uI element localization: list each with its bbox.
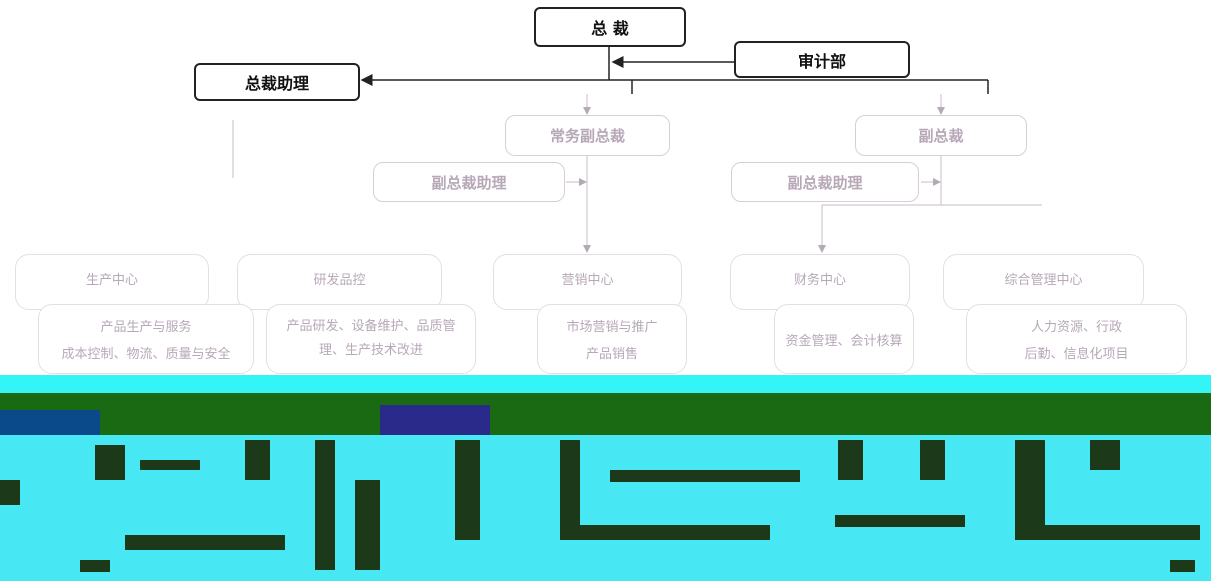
glitch-block — [1170, 560, 1195, 572]
dept-production-name: 生产中心 — [85, 273, 138, 288]
dept-rnd-box: 研发品控 — [237, 254, 442, 310]
dept-finance-box: 财务中心 — [730, 254, 910, 310]
dept-admin-name: 综合管理中心 — [1004, 273, 1083, 288]
glitch-block — [920, 440, 945, 480]
vp-assistant-left-box: 副总裁助理 — [373, 162, 565, 202]
duty-rnd-box: 产品研发、设备维护、品质管理、生产技术改进 — [266, 304, 476, 374]
glitch-block — [0, 480, 20, 505]
vp-box: 副总裁 — [855, 115, 1027, 156]
glitch-block — [455, 440, 480, 540]
duty-rnd-line1: 产品研发、设备维护、品质管理、生产技术改进 — [286, 319, 456, 358]
dept-marketing-name: 营销中心 — [561, 273, 614, 288]
glitch-block — [560, 440, 580, 530]
executive-vp-box: 常务副总裁 — [505, 115, 670, 156]
glitch-block — [125, 535, 285, 550]
duty-admin-box: 人力资源、行政 后勤、信息化项目 — [966, 304, 1187, 374]
duty-marketing-box: 市场营销与推广 产品销售 — [537, 304, 687, 374]
dept-production-box: 生产中心 — [15, 254, 209, 310]
glitch-block — [560, 525, 770, 540]
duty-finance-box: 资金管理、会计核算 — [774, 304, 914, 374]
glitch-block — [380, 405, 490, 435]
glitch-block — [610, 470, 800, 482]
dept-marketing-box: 营销中心 — [493, 254, 682, 310]
glitch-block — [355, 480, 380, 570]
president-assistant-label: 总裁助理 — [244, 74, 309, 93]
duty-production-box: 产品生产与服务 成本控制、物流、质量与安全 — [38, 304, 254, 374]
glitch-block — [1040, 525, 1200, 540]
glitch-block — [140, 460, 200, 470]
dept-rnd-name: 研发品控 — [313, 273, 366, 288]
vp-assistant-right-box: 副总裁助理 — [731, 162, 919, 202]
vp-assistant-right-label: 副总裁助理 — [787, 173, 863, 192]
dept-finance-name: 财务中心 — [793, 273, 846, 288]
glitch-block — [245, 440, 270, 480]
glitch-block — [95, 445, 125, 480]
duty-admin-line1: 人力资源、行政 — [1030, 320, 1122, 335]
glitch-band-cyan-top — [0, 375, 1211, 393]
glitch-block — [315, 440, 335, 570]
glitch-block — [838, 440, 863, 480]
president-assistant-box: 总裁助理 — [194, 63, 360, 101]
dept-admin-box: 综合管理中心 — [943, 254, 1144, 310]
duty-admin-line2: 后勤、信息化项目 — [1024, 347, 1129, 362]
glitch-block — [835, 515, 965, 527]
glitch-block — [80, 560, 110, 572]
vp-label: 副总裁 — [918, 127, 964, 145]
duty-production-line2: 成本控制、物流、质量与安全 — [61, 347, 231, 362]
president-box: 总 裁 — [534, 7, 686, 47]
duty-marketing-line2: 产品销售 — [585, 347, 638, 362]
duty-production-line1: 产品生产与服务 — [100, 320, 192, 335]
duty-marketing-line1: 市场营销与推广 — [566, 320, 658, 335]
glitch-block — [1090, 440, 1120, 470]
executive-vp-label: 常务副总裁 — [549, 127, 625, 145]
glitch-block — [1015, 440, 1045, 540]
vp-assistant-left-label: 副总裁助理 — [431, 173, 507, 192]
president-label: 总 裁 — [591, 19, 629, 38]
glitch-block — [0, 410, 100, 435]
audit-label: 审计部 — [797, 51, 846, 71]
glitch-band-cyan — [0, 435, 1211, 581]
duty-finance-line1: 资金管理、会计核算 — [785, 333, 903, 349]
audit-box: 审计部 — [734, 41, 910, 78]
glitch-band-dark — [0, 393, 1211, 435]
